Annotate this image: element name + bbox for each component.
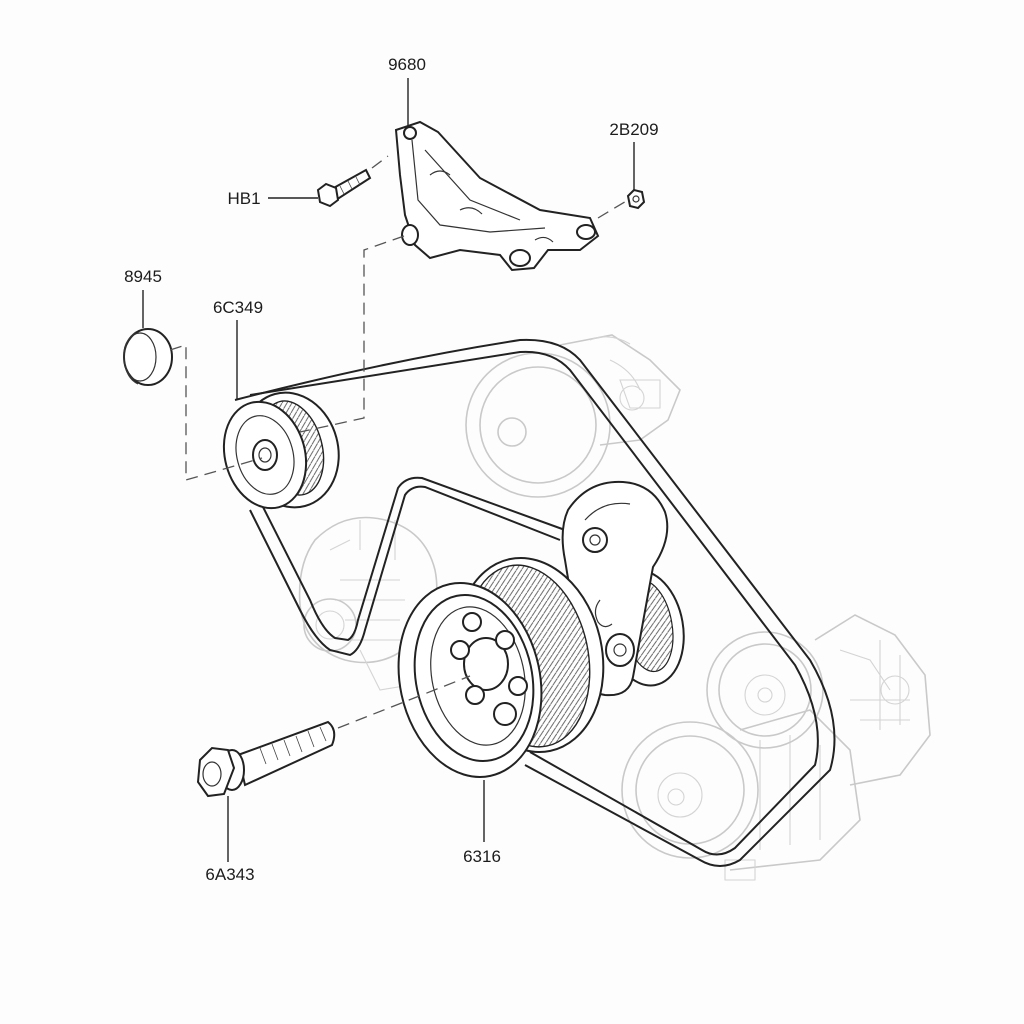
mounting-bracket	[394, 120, 600, 272]
idler-pulley	[222, 391, 340, 510]
callout-bracket-bolt: HB1	[227, 189, 260, 208]
serpentine-belt	[234, 338, 836, 867]
alignment-lines	[169, 155, 629, 729]
callout-bracket-nut: 2B209	[609, 120, 658, 139]
bracket-nut	[626, 188, 646, 210]
bracket-bolt	[316, 168, 372, 208]
callout-crank-pulley: 6316	[463, 847, 501, 866]
callout-idler-cap: 8945	[124, 267, 162, 286]
callout-bracket: 9680	[388, 55, 426, 74]
dust-cap	[123, 328, 173, 386]
callout-crank-bolt: 6A343	[205, 865, 254, 884]
callout-idler-pulley: 6C349	[213, 298, 263, 317]
ac-compressor-ghost	[621, 709, 861, 881]
ps-pump-ghost	[706, 614, 931, 786]
leader-lines	[142, 78, 635, 862]
crankshaft-bolt	[196, 720, 336, 798]
crankshaft-pulley	[397, 556, 605, 778]
